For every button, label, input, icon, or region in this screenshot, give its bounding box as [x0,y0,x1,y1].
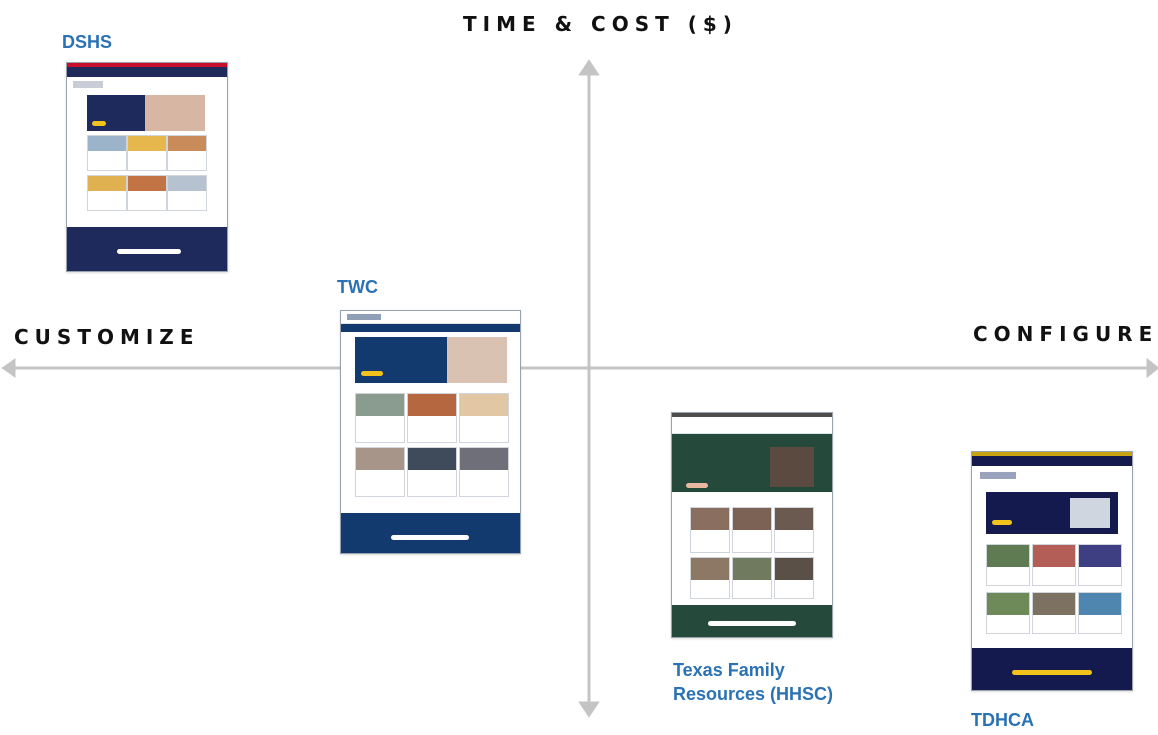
twc-website-thumbnail [340,310,521,554]
tdhca-footer [972,648,1132,690]
twc-footer [341,513,520,553]
dshs-nav-bar [67,67,227,77]
dshs-card [87,135,127,171]
tdhca-card [1078,544,1122,586]
dshs-top-bar [67,63,227,67]
tdhca-card [986,544,1030,586]
tfr-card [690,557,730,599]
tfr-hero-photo [770,447,814,487]
axis-label-customize: CUSTOMIZE [14,325,200,349]
twc-card [355,447,405,497]
tfr-nav-bar [672,434,832,442]
twc-footer-search [391,535,469,540]
dshs-card [87,175,127,211]
twc-hero-photo [447,337,507,383]
axis-label-time-cost: TIME & COST ($) [463,12,738,36]
dshs-website-thumbnail [66,62,228,272]
twc-header [341,311,520,324]
down-arrowhead [578,701,600,718]
site-label-tdhca: TDHCA [971,710,1034,730]
dshs-logo [73,81,103,88]
twc-card [407,447,457,497]
dshs-hero-button [92,121,106,126]
tfr-header [672,417,832,434]
twc-card [407,393,457,443]
twc-logo [347,314,381,320]
axis-label-configure: CONFIGURE [973,322,1158,346]
twc-card [459,447,509,497]
tdhca-card [1032,544,1076,586]
tdhca-nav-bar [972,456,1132,466]
tdhca-card [986,592,1030,634]
dshs-card [167,135,207,171]
site-label-line-2: Resources (HHSC) [673,684,834,704]
tdhca-logo [980,472,1016,479]
tfr-website-thumbnail [671,412,833,638]
tdhca-card [1078,592,1122,634]
left-arrowhead [1,358,16,378]
tdhca-website-thumbnail [971,451,1133,691]
right-arrowhead [1146,357,1158,379]
site-label-dshs: DSHS [62,32,113,52]
tfr-card [732,507,772,553]
tfr-top-bar [672,413,832,417]
tdhca-top-bar [972,452,1132,456]
twc-card [355,393,405,443]
dshs-hero-photo [145,95,205,131]
twc-card [459,393,509,443]
up-arrowhead [578,59,600,76]
tdhca-footer-search [1012,670,1092,675]
tfr-card [774,557,814,599]
site-label-line-1: Texas Family [673,660,785,680]
tfr-card [732,557,772,599]
tfr-footer-search [708,621,796,626]
tfr-hero-button [686,483,708,488]
tfr-card [690,507,730,553]
tfr-card [774,507,814,553]
twc-hero-button [361,371,383,376]
twc-nav-bar [341,324,520,332]
tdhca-hero-photo [1070,498,1110,528]
dshs-card [127,175,167,211]
dshs-card [127,135,167,171]
tdhca-card [1032,592,1076,634]
dshs-card [167,175,207,211]
tdhca-hero-button [992,520,1012,525]
site-label-texas-family-resources: Texas Family Resources (HHSC) [673,658,833,706]
site-label-twc: TWC [337,277,378,297]
dshs-footer-search [117,249,181,254]
